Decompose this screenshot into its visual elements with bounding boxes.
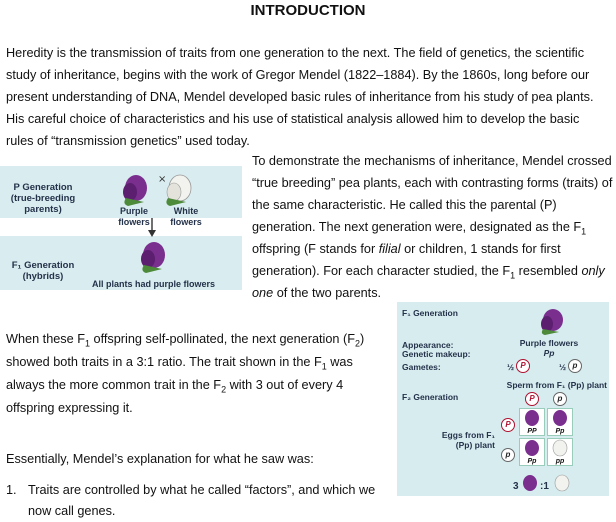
- hybrid-purple-flower-icon: [141, 242, 165, 273]
- p-generation-sublabel: (true-breeding parents): [10, 193, 76, 215]
- mendel-cross-figure: P Generation (true-breeding parents) × P…: [0, 166, 242, 290]
- ratio-purple-flower-icon: [523, 475, 537, 491]
- purple-flower-icon: [123, 175, 147, 206]
- intro-paragraph: Heredity is the transmission of traits f…: [6, 46, 594, 148]
- eggs-label: Eggs from F₁ (Pp) plant: [441, 430, 495, 450]
- f1-purple-flower-icon: [541, 309, 563, 335]
- punnett-cell: PP: [519, 408, 545, 436]
- half-fraction: ½: [559, 362, 567, 372]
- explanation-intro: Essentially, Mendel’s explanation for wh…: [6, 452, 314, 466]
- f2-generation-label: F₂ Generation: [402, 392, 459, 402]
- down-arrow-icon: [148, 218, 156, 237]
- genetic-makeup-label: Genetic makeup:: [402, 349, 471, 359]
- f1-generation-label: F₁ Generation: [11, 260, 75, 271]
- list-item: 1. Traits are controlled by what he call…: [6, 480, 391, 522]
- dominant-allele: P: [516, 359, 530, 373]
- recessive-allele: p: [568, 359, 582, 373]
- purple-flowers-label: Purple flowers: [519, 338, 579, 348]
- sperm-recessive-allele: p: [553, 392, 567, 406]
- page-title: INTRODUCTION: [250, 2, 366, 19]
- factors-list: 1. Traits are controlled by what he call…: [6, 480, 391, 522]
- half-fraction: ½: [507, 362, 515, 372]
- sperm-label: Sperm from F₁ (Pp) plant: [506, 380, 607, 390]
- punnett-cell: pp: [547, 438, 573, 466]
- white-flower-icon: [166, 174, 192, 206]
- ratio-three: 3: [513, 481, 519, 492]
- genotype-label: Pp: [543, 348, 555, 358]
- punnett-cell: Pp: [547, 408, 573, 436]
- gametes-label: Gametes:: [402, 362, 441, 372]
- white-label: White flowers: [170, 206, 202, 227]
- sperm-dominant-allele: P: [525, 392, 539, 406]
- f1-generation-sublabel: (hybrids): [22, 271, 64, 282]
- punnett-cell: Pp: [519, 438, 545, 466]
- cross-symbol: ×: [158, 174, 166, 185]
- list-item-number: 1.: [6, 483, 17, 497]
- f2-paragraph: When these F1 offspring self-pollinated,…: [6, 332, 365, 415]
- f1-caption: All plants had purple flowers: [92, 279, 216, 289]
- crossing-paragraph: To demonstrate the mechanisms of inherit…: [252, 154, 613, 300]
- parent-flowers-icon: ×: [123, 174, 192, 206]
- ratio-one: :1: [540, 481, 549, 492]
- egg-dominant-allele: P: [501, 418, 515, 432]
- f1-generation-label: F₁ Generation: [402, 308, 458, 318]
- ratio-white-flower-icon: [554, 474, 570, 492]
- f1-generation-band: [0, 236, 242, 290]
- purple-label: Purple flowers: [118, 206, 150, 227]
- punnett-square-figure: F₁ Generation Appearance: Genetic makeup…: [397, 302, 609, 496]
- p-generation-band: [0, 166, 242, 218]
- appearance-label: Appearance:: [402, 340, 454, 350]
- list-item-text: Traits are controlled by what he called …: [28, 483, 376, 518]
- egg-recessive-allele: p: [501, 448, 515, 462]
- p-generation-label: P Generation: [13, 182, 73, 193]
